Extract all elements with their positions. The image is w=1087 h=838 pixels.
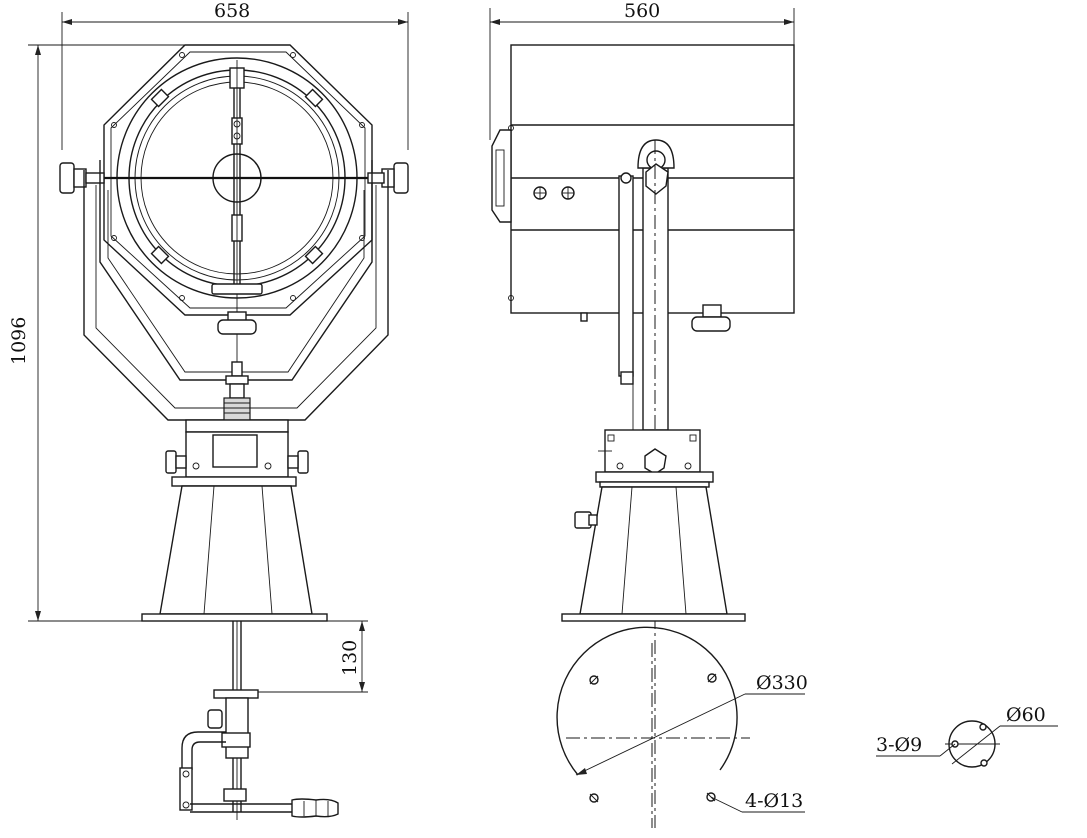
small-flange-plan: Ø60 3-Ø9 xyxy=(876,704,1058,768)
dim-small-flange-holes: 3-Ø9 xyxy=(876,734,956,757)
housing-octagon-inner xyxy=(110,51,366,309)
front-view: 658 1096 xyxy=(8,0,409,820)
base-flange-plan: Ø330 4-Ø13 xyxy=(556,626,808,828)
ring-clips xyxy=(150,88,324,265)
focus-knob xyxy=(217,311,257,335)
side-focus-knob xyxy=(691,304,731,332)
conical-base xyxy=(141,485,328,622)
small-flange-diameter-label: Ø60 xyxy=(1006,704,1046,726)
dim-small-flange-diameter: Ø60 xyxy=(951,704,1058,765)
dim-mount-depth: 130 xyxy=(256,620,368,693)
housing-screws xyxy=(111,52,365,301)
left-pivot-knob xyxy=(59,162,105,194)
handle-mechanism xyxy=(179,621,339,818)
mount-depth-label: 130 xyxy=(339,640,361,676)
dim-front-width: 658 xyxy=(61,0,409,150)
dim-base-holes: 4-Ø13 xyxy=(710,790,805,813)
rotation-head xyxy=(165,419,309,487)
overall-height-label: 1096 xyxy=(8,317,30,365)
front-width-label: 658 xyxy=(214,0,250,22)
side-yoke-arm xyxy=(618,139,675,828)
stem-spring xyxy=(223,361,251,421)
small-flange-holes-label: 3-Ø9 xyxy=(876,734,922,756)
base-diameter-label: Ø330 xyxy=(756,672,808,694)
side-screws xyxy=(533,186,575,200)
side-conical-base xyxy=(561,486,746,622)
side-width-label: 560 xyxy=(624,0,660,22)
dim-base-diameter: Ø330 xyxy=(575,672,808,776)
base-holes-label: 4-Ø13 xyxy=(745,790,803,812)
dim-overall-height: 1096 xyxy=(8,44,185,622)
housing-octagon-outer xyxy=(103,44,373,316)
dim-side-width: 560 xyxy=(489,0,795,140)
side-rotation-head xyxy=(595,429,714,488)
door-latch xyxy=(491,129,512,223)
side-view: 560 xyxy=(489,0,795,828)
